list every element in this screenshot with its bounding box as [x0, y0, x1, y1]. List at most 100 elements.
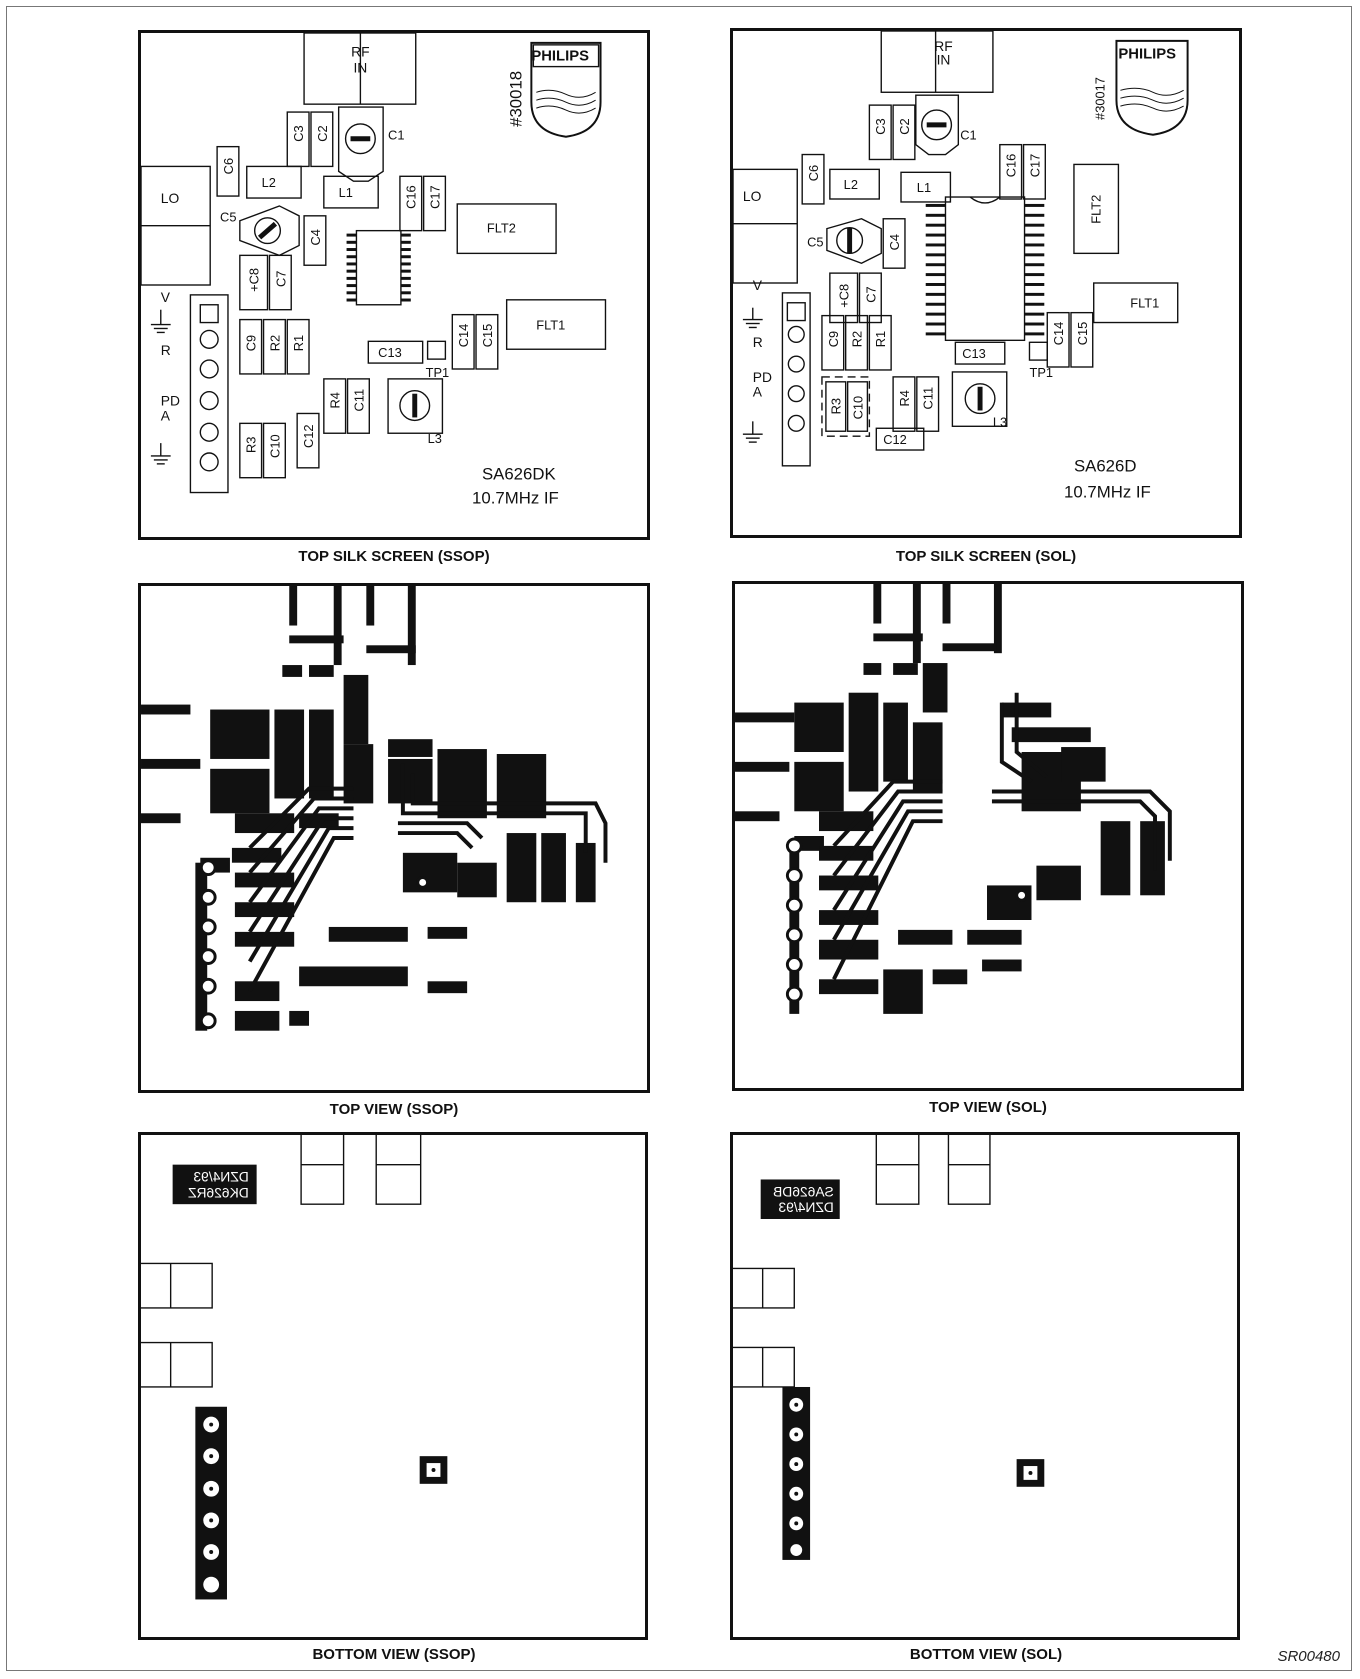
lo-label: LO	[161, 190, 180, 206]
ic-pin	[925, 302, 946, 306]
c10-label: C10	[267, 434, 282, 458]
c15-label: C15	[480, 324, 495, 348]
ssop-copper-drawing	[141, 586, 608, 1031]
l3-label: L3	[993, 414, 1007, 429]
ic-pin	[1024, 292, 1045, 296]
ic-pin	[1024, 312, 1045, 316]
if-frequency: 10.7MHz IF	[472, 488, 559, 507]
in-label: IN	[353, 60, 367, 76]
c10-label: C10	[850, 396, 865, 420]
c14-label: C14	[1051, 322, 1066, 346]
ic-pin	[925, 213, 946, 217]
ic-pin	[1024, 302, 1045, 306]
ic-pin	[1024, 332, 1045, 336]
ssop-top-caption: TOP VIEW (SSOP)	[329, 1101, 459, 1118]
ic-pin	[925, 332, 946, 336]
ic-pin	[400, 276, 411, 280]
c13-label: C13	[378, 345, 402, 360]
ic-pin	[925, 223, 946, 227]
ssop-top-panel	[138, 583, 650, 1093]
flt1-label: FLT1	[1130, 296, 1159, 311]
c3-label: C3	[291, 125, 306, 141]
flt2-label: FLT2	[487, 221, 516, 236]
l1-label: L1	[917, 180, 931, 195]
sol-copper-drawing	[735, 584, 1172, 1014]
ic-pin	[1024, 243, 1045, 247]
c2-label: C2	[315, 125, 330, 141]
r1-label: R1	[291, 335, 306, 351]
ic-pin	[400, 233, 411, 237]
sol-bottom-panel: SA626DB DZN4/93	[730, 1132, 1240, 1640]
c17-label: C17	[1027, 154, 1042, 178]
bottom-label-line2: DK626RZ	[187, 1184, 248, 1200]
c7-label: C7	[863, 286, 878, 302]
in-label: IN	[937, 52, 951, 68]
c5-label: C5	[807, 234, 823, 249]
brand-logo-text: PHILIPS	[1118, 47, 1176, 63]
ssop-bottom-panel: DZN4/93 DK626RZ	[138, 1132, 648, 1640]
ic-pin	[1024, 233, 1045, 237]
c8-label: +C8	[837, 284, 852, 308]
c12-label: C12	[883, 432, 907, 447]
pin-v-label: V	[161, 289, 171, 305]
r1-label: R1	[873, 331, 888, 347]
c13-label: C13	[962, 346, 986, 361]
c7-label: C7	[273, 271, 288, 287]
c14-label: C14	[456, 324, 471, 348]
r4-label: R4	[897, 390, 912, 406]
ic-pin	[925, 203, 946, 207]
ic-pin	[346, 262, 357, 266]
ic-pin	[346, 276, 357, 280]
r4-label: R4	[328, 392, 343, 408]
c1-label: C1	[388, 128, 404, 143]
pin-v-label: V	[753, 277, 763, 293]
c1-label: C1	[960, 128, 976, 143]
ssop-silk-caption: TOP SILK SCREEN (SSOP)	[298, 548, 490, 565]
ic-pin	[400, 298, 411, 302]
ic-pin	[1024, 283, 1045, 286]
ic-pin	[400, 248, 411, 252]
sol-top-caption: TOP VIEW (SOL)	[929, 1099, 1047, 1116]
ic-pin	[346, 269, 357, 273]
ic-pin	[346, 255, 357, 259]
r2-label: R2	[267, 335, 282, 351]
ic-pin	[925, 322, 946, 326]
ic-pin	[1024, 213, 1045, 217]
r2-label: R2	[849, 331, 864, 347]
ic-pin	[925, 273, 946, 277]
bottom-label-line1: SA626DB	[773, 1183, 834, 1199]
c11-label: C11	[921, 387, 936, 410]
ic-pin	[346, 233, 357, 237]
c9-label: C9	[826, 331, 841, 347]
part-number: SA626D	[1074, 457, 1137, 476]
l2-label: L2	[844, 177, 858, 192]
c4-label: C4	[308, 229, 323, 245]
ic-pin	[400, 284, 411, 288]
ic-pin	[1024, 223, 1045, 227]
ic-pin	[346, 291, 357, 295]
ic-pin	[346, 240, 357, 244]
c9-label: C9	[244, 335, 259, 351]
ic-pin	[1024, 322, 1045, 326]
ic-pin	[925, 243, 946, 247]
c17-label: C17	[427, 185, 442, 209]
sol-top-panel	[732, 581, 1244, 1091]
ic-pin	[1024, 263, 1045, 267]
ic-pin	[400, 240, 411, 244]
ic-pin	[1024, 273, 1045, 277]
c12-label: C12	[301, 425, 316, 449]
sol-bottom-drawing: SA626DB DZN4/93	[733, 1135, 1045, 1560]
board-id: #30018	[506, 71, 525, 127]
ic-pin	[400, 291, 411, 295]
c4-label: C4	[887, 234, 902, 250]
r3-label: R3	[829, 398, 844, 414]
brand-logo-text: PHILIPS	[531, 49, 589, 65]
sol-silk-panel: RF IN PHILIPS #30017 LO V R PD A C3 C2 C…	[730, 28, 1242, 538]
c11-label: C11	[351, 389, 366, 412]
c5-label: C5	[220, 210, 236, 225]
lo-label: LO	[743, 188, 762, 204]
pin-a-label: A	[753, 384, 763, 400]
c15-label: C15	[1075, 322, 1090, 346]
ic-pin	[1024, 253, 1045, 257]
sol-silk-caption: TOP SILK SCREEN (SOL)	[895, 548, 1077, 565]
